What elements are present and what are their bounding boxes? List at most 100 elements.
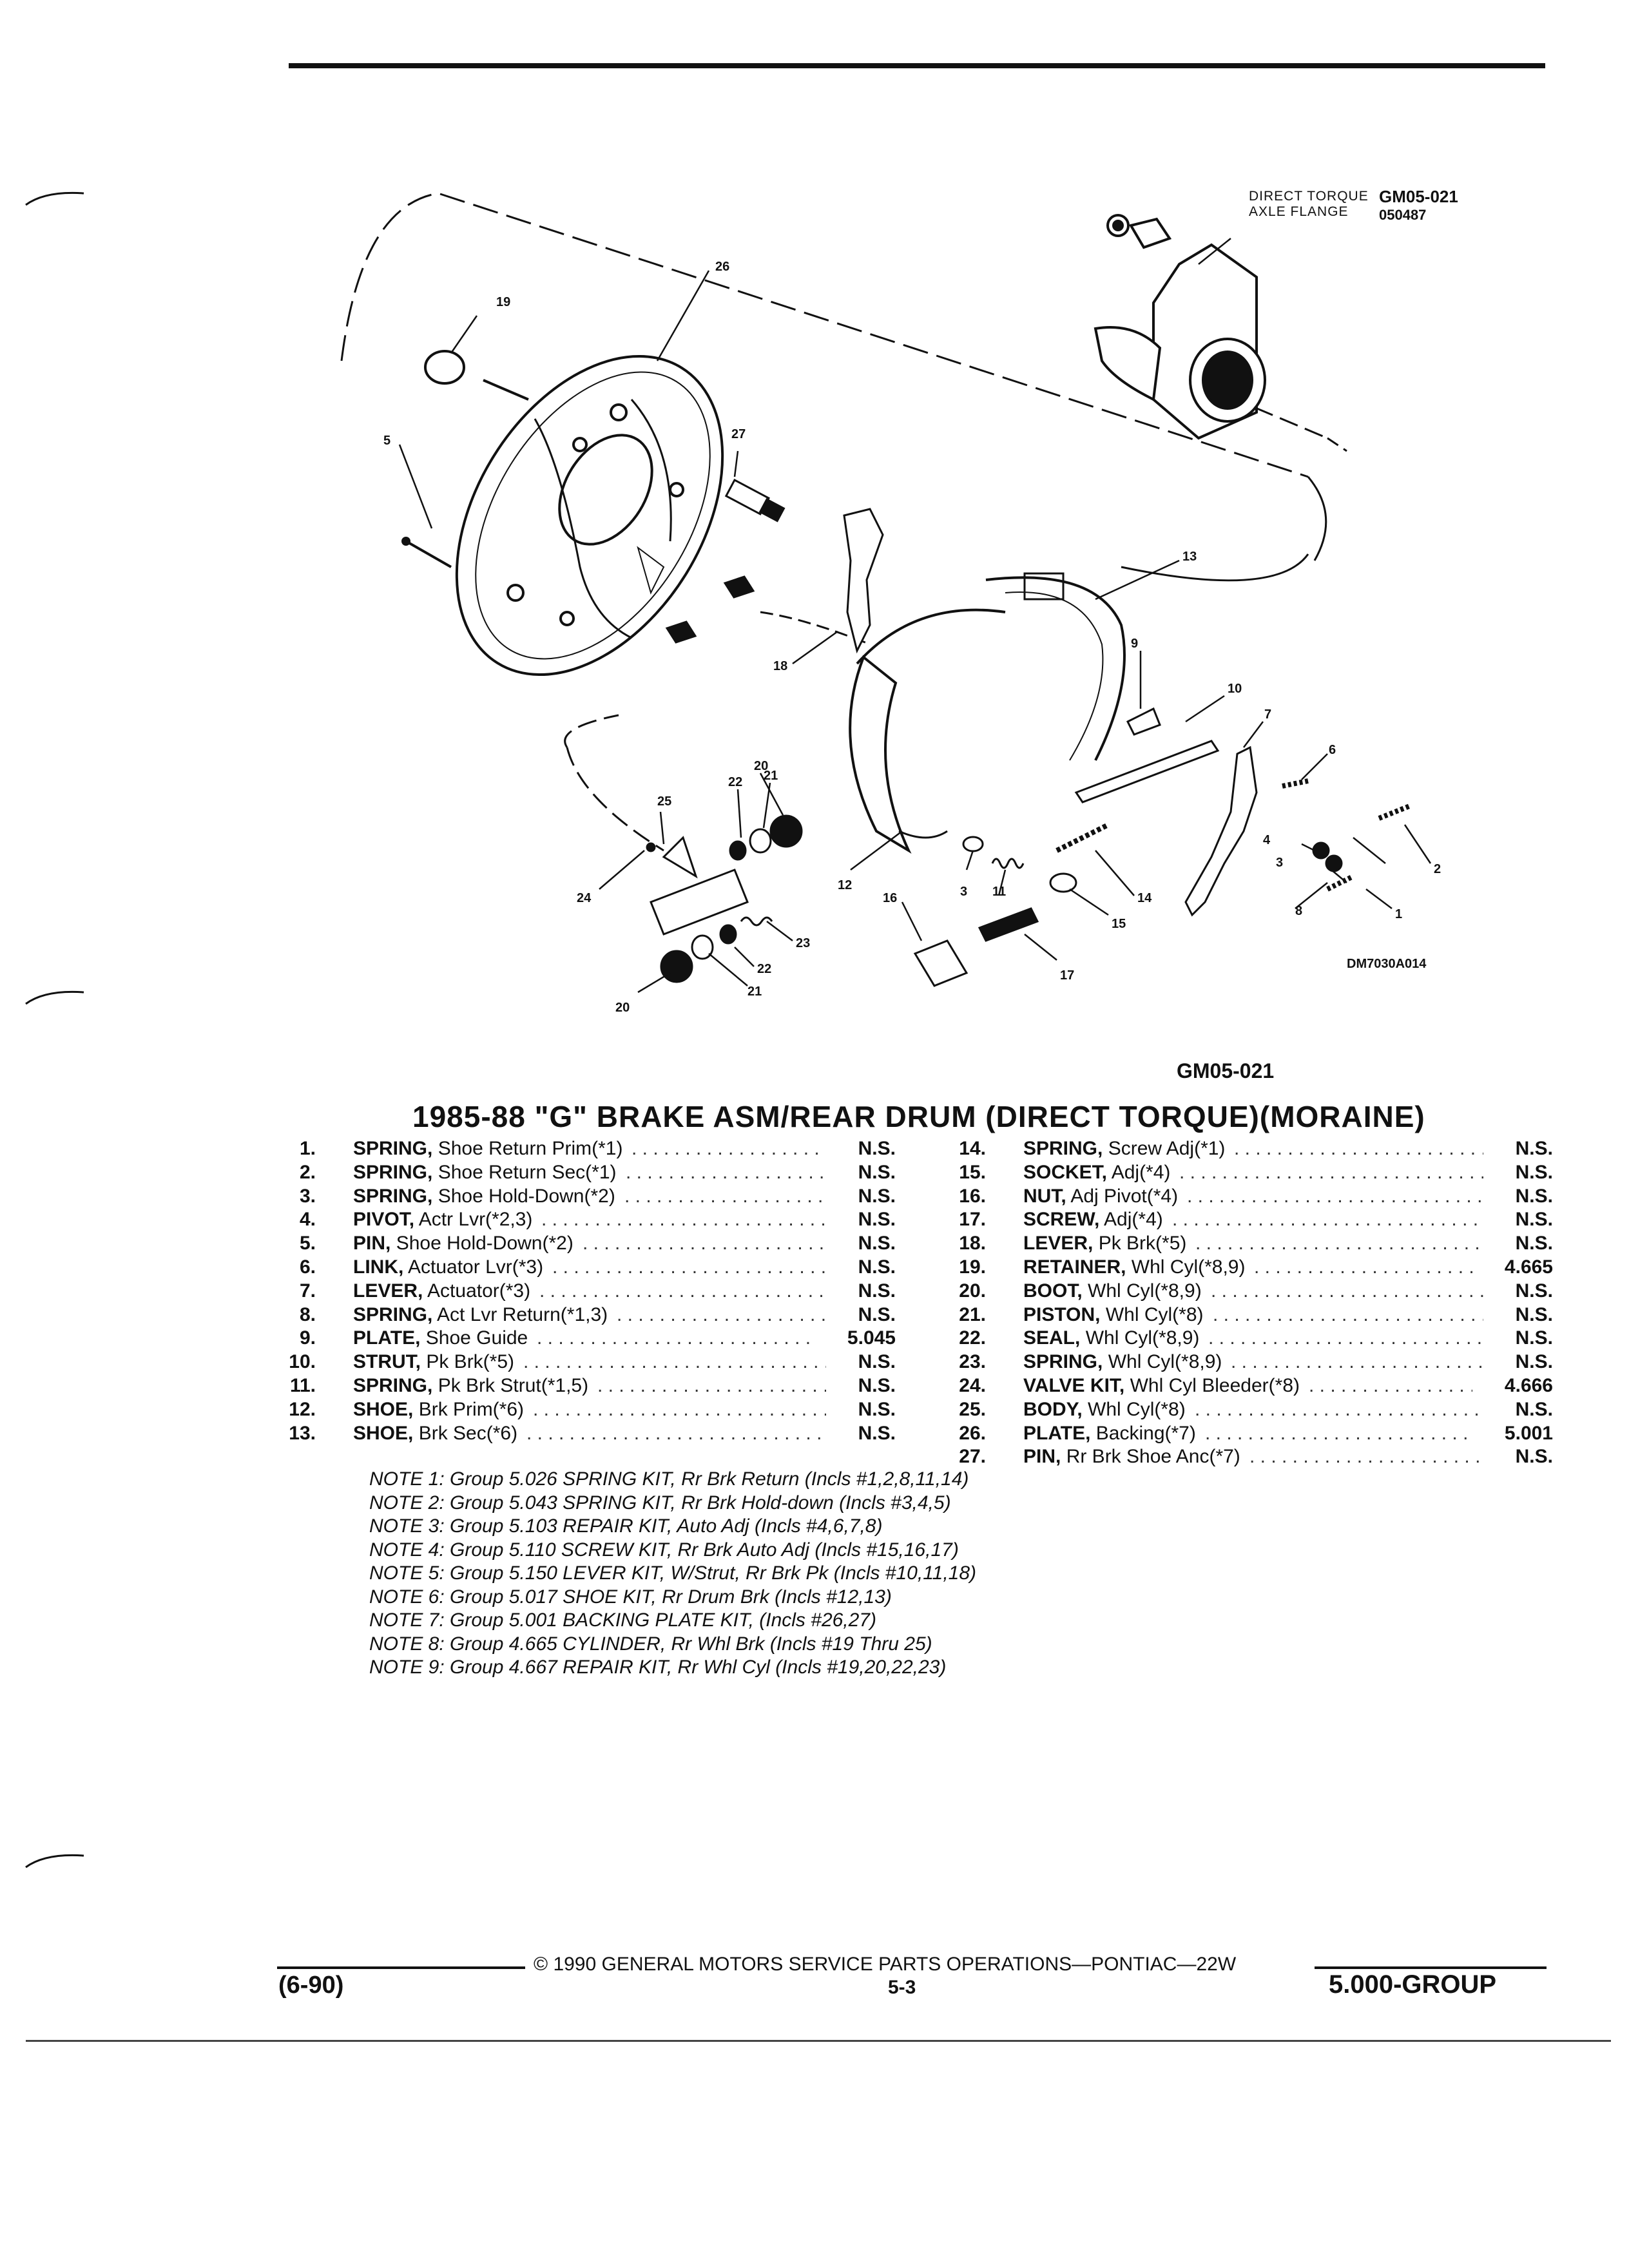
leader-dots: . . . . . . . . . . . . . . . . . . . . … <box>1234 1138 1483 1159</box>
footer-rule-left <box>277 1966 525 1969</box>
part-row: 1.SPRING, Shoe Return Prim(*1)N.S. . . .… <box>277 1137 896 1161</box>
springs <box>991 778 1412 892</box>
part-group: 4.666 <box>1504 1374 1553 1396</box>
part-group: N.S. <box>1515 1327 1553 1349</box>
part-desc: Brk Sec(*6) <box>413 1422 518 1444</box>
footer-group: 5.000-GROUP <box>1329 1970 1497 1999</box>
callout-16: 16 <box>883 891 897 905</box>
part-number: 4. <box>299 1209 316 1231</box>
callout-1: 1 <box>1395 907 1402 921</box>
part-group: N.S. <box>1515 1185 1553 1207</box>
part-number: 6. <box>299 1256 316 1278</box>
brake-exploded-diagram: 26 19 27 5 13 18 9 10 7 6 12 3 11 14 15 … <box>340 192 1441 1015</box>
part-group: N.S. <box>1515 1446 1553 1468</box>
footer-page: 5-3 <box>888 1977 916 1998</box>
part-desc: Shoe Return Sec(*1) <box>432 1161 617 1183</box>
part-number: 19. <box>959 1256 986 1278</box>
part-name: LEVER, <box>1023 1233 1094 1254</box>
callout-24: 24 <box>577 891 592 905</box>
part-name: SHOE, <box>353 1398 414 1420</box>
part-row: 15.SOCKET, Adj(*4)N.S. . . . . . . . . .… <box>947 1161 1553 1185</box>
bottom-rule <box>26 2040 1611 2042</box>
leader-dots: . . . . . . . . . . . . . . . . . . . . … <box>1172 1209 1483 1231</box>
callout-6: 6 <box>1329 743 1336 757</box>
leader-dots: . . . . . . . . . . . . . . . . . . . . … <box>1205 1422 1472 1444</box>
part-row: 2.SPRING, Shoe Return Sec(*1)N.S. . . . … <box>277 1161 896 1185</box>
callout-22: 22 <box>757 962 771 976</box>
part-group: N.S. <box>858 1209 896 1231</box>
part-name: NUT, <box>1023 1185 1066 1207</box>
retainer-ring <box>424 350 465 385</box>
part-desc: Whl Cyl(*8) <box>1082 1398 1186 1420</box>
callout-3: 3 <box>960 885 967 899</box>
leader-dots: . . . . . . . . . . . . . . . . . . . . … <box>1179 1161 1483 1183</box>
part-desc: Shoe Hold-Down(*2) <box>432 1185 615 1207</box>
callout-20: 20 <box>615 1001 630 1015</box>
part-group: N.S. <box>858 1303 896 1325</box>
note-line: NOTE 8: Group 4.665 CYLINDER, Rr Whl Brk… <box>369 1633 932 1655</box>
callout-3: 3 <box>1276 856 1283 870</box>
footer-rule-right <box>1315 1966 1547 1969</box>
callout-8: 8 <box>1295 904 1302 918</box>
part-row: 11.SPRING, Pk Brk Strut(*1,5)N.S. . . . … <box>277 1374 896 1398</box>
anchor-pin <box>665 478 786 644</box>
part-group: N.S. <box>1515 1161 1553 1183</box>
part-name: PIN, <box>353 1233 391 1254</box>
callout-15: 15 <box>1112 917 1126 931</box>
part-row: 10.STRUT, Pk Brk(*5)N.S. . . . . . . . .… <box>277 1350 896 1374</box>
part-group: N.S. <box>858 1351 896 1373</box>
part-name: PIN, <box>1023 1446 1061 1468</box>
leader-dots: . . . . . . . . . . . . . . . . . . . . … <box>1208 1327 1483 1349</box>
part-desc: Adj Pivot(*4) <box>1066 1185 1179 1207</box>
part-name: PLATE, <box>353 1327 421 1349</box>
part-desc: Adj(*4) <box>1107 1161 1171 1183</box>
part-number: 5. <box>299 1233 316 1254</box>
parts-list-left: 1.SPRING, Shoe Return Prim(*1)N.S. . . .… <box>277 1137 896 1445</box>
part-row: 27.PIN, Rr Brk Shoe Anc(*7)N.S. . . . . … <box>947 1445 1553 1469</box>
part-row: 4.PIVOT, Actr Lvr(*2,3)N.S. . . . . . . … <box>277 1208 896 1232</box>
part-group: N.S. <box>858 1398 896 1420</box>
part-row: 8.SPRING, Act Lvr Return(*1,3)N.S. . . .… <box>277 1303 896 1327</box>
leader-dots: . . . . . . . . . . . . . . . . . . . . … <box>526 1422 826 1444</box>
part-number: 17. <box>959 1209 986 1231</box>
note-line: NOTE 4: Group 5.110 SCREW KIT, Rr Brk Au… <box>369 1539 959 1561</box>
leader-dots: . . . . . . . . . . . . . . . . . . . . … <box>539 1280 826 1302</box>
wheel-cylinder <box>646 814 803 983</box>
part-name: PISTON, <box>1023 1303 1101 1325</box>
brake-shoes <box>849 572 1126 854</box>
axle-flange-label: DIRECT TORQUE AXLE FLANGE <box>1249 189 1369 219</box>
axle-flange <box>1094 214 1266 440</box>
callout-4: 4 <box>1263 833 1271 847</box>
note-line: NOTE 3: Group 5.103 REPAIR KIT, Auto Adj… <box>369 1515 883 1537</box>
part-group: N.S. <box>1515 1138 1553 1159</box>
diagram-code-top: GM05-021 050487 <box>1379 187 1458 223</box>
part-group: N.S. <box>858 1374 896 1396</box>
part-number: 16. <box>959 1185 986 1207</box>
part-number: 20. <box>959 1280 986 1302</box>
leader-dots: . . . . . . . . . . . . . . . . . . . . … <box>1195 1233 1483 1254</box>
part-row: 12.SHOE, Brk Prim(*6)N.S. . . . . . . . … <box>277 1398 896 1422</box>
callout-12: 12 <box>838 878 852 892</box>
part-row: 21.PISTON, Whl Cyl(*8)N.S. . . . . . . .… <box>947 1303 1553 1327</box>
note-line: NOTE 6: Group 5.017 SHOE KIT, Rr Drum Br… <box>369 1586 892 1608</box>
part-number: 26. <box>959 1422 986 1444</box>
callout-21: 21 <box>764 769 778 783</box>
leader-dots: . . . . . . . . . . . . . . . . . . . . … <box>583 1233 826 1254</box>
part-group: N.S. <box>858 1280 896 1302</box>
park-brake-lever <box>843 508 884 654</box>
drawing-number: DM7030A014 <box>1347 957 1427 971</box>
part-number: 22. <box>959 1327 986 1349</box>
part-group: N.S. <box>858 1138 896 1159</box>
part-number: 11. <box>289 1374 316 1396</box>
leader-dots: . . . . . . . . . . . . . . . . . . . . … <box>552 1256 826 1278</box>
part-desc: Actr Lvr(*2,3) <box>414 1209 533 1231</box>
part-number: 2. <box>299 1161 316 1183</box>
callout-26: 26 <box>715 260 729 274</box>
part-name: VALVE KIT, <box>1023 1374 1125 1396</box>
callout-5: 5 <box>383 434 390 448</box>
part-group: N.S. <box>1515 1280 1553 1302</box>
part-group: N.S. <box>858 1161 896 1183</box>
part-row: 6.LINK, Actuator Lvr(*3)N.S. . . . . . .… <box>277 1256 896 1280</box>
part-number: 27. <box>959 1446 986 1468</box>
part-name: SCREW, <box>1023 1209 1100 1231</box>
